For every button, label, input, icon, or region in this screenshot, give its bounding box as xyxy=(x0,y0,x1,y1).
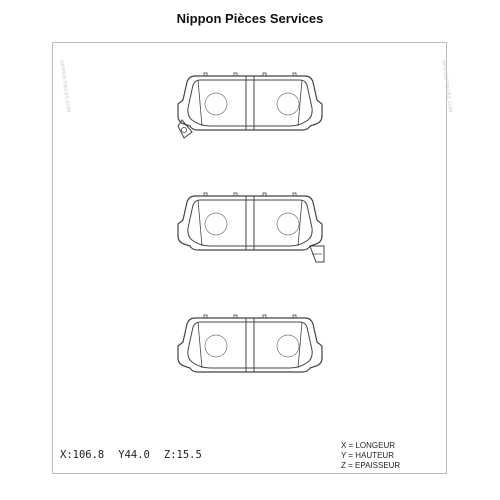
dimension-z: Z:15.5 xyxy=(163,449,202,461)
dimension-x: X:106.8 xyxy=(60,449,105,461)
legend-x: X = LONGEUR xyxy=(341,441,396,450)
legend-y: Y = HAUTEUR xyxy=(341,451,394,460)
brake-pad-1 xyxy=(177,72,323,139)
legend: X = LONGEUR Y = HAUTEUR Z = EPAISSEUR xyxy=(341,441,400,471)
legend-z: Z = EPAISSEUR xyxy=(341,461,401,470)
page-title: Nippon Pièces Services xyxy=(176,11,324,26)
brake-pad-3 xyxy=(177,314,323,373)
drawing-frame xyxy=(52,42,447,474)
dimensions: X:106.8 Y44.0 Z:15.5 xyxy=(60,449,216,461)
brake-pad-2 xyxy=(177,192,325,263)
dimension-y: Y44.0 xyxy=(118,449,150,461)
